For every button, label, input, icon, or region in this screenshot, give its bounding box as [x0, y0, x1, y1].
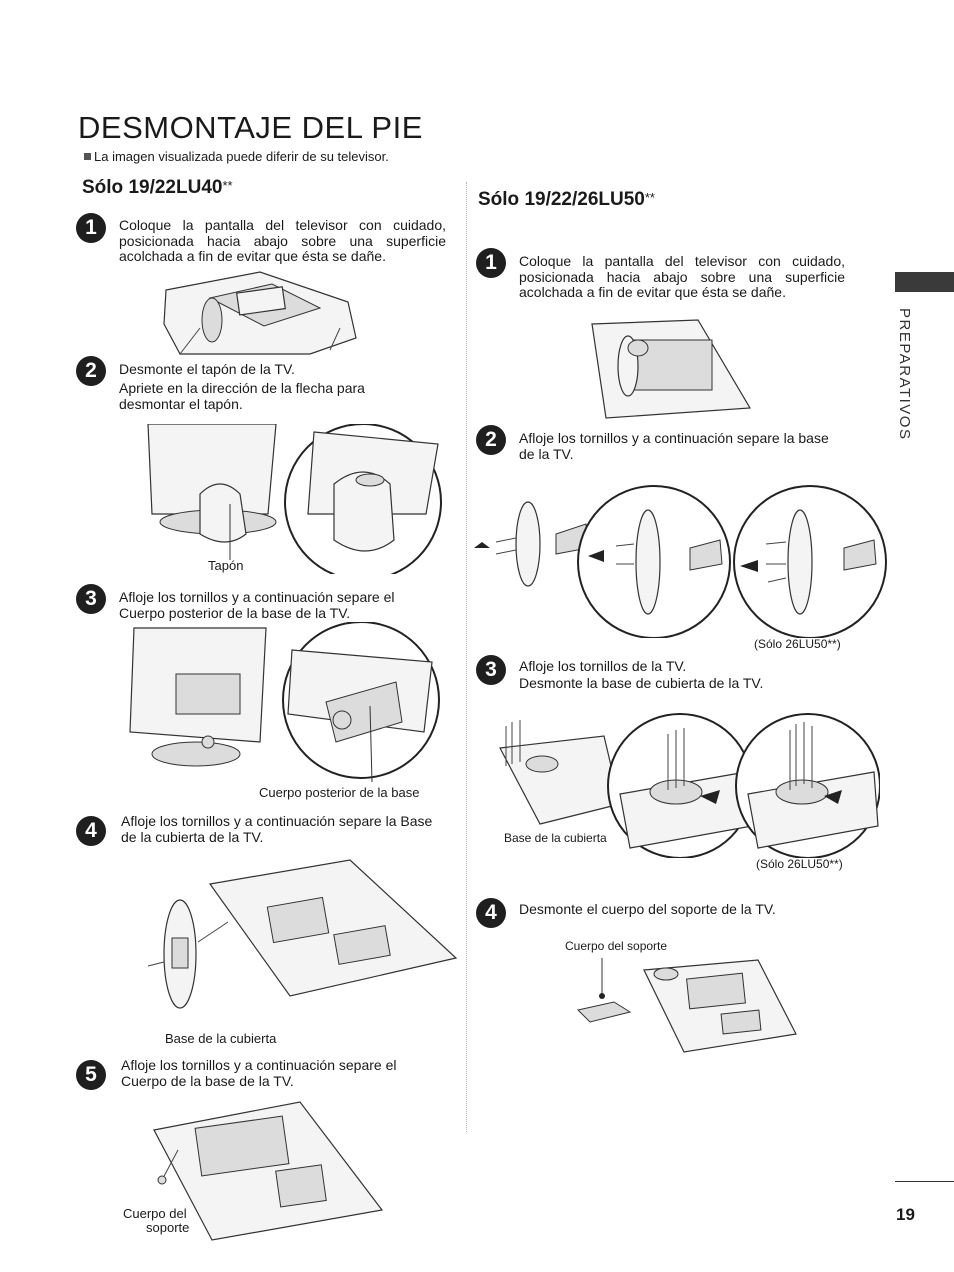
stand-body-removal-illustration: [153, 1101, 384, 1241]
cover-base-removal-illustration: [147, 859, 458, 1009]
step-text: Coloque la pantalla del televisor con cu…: [519, 253, 845, 300]
step-number: 3: [76, 584, 106, 614]
step-number: 3: [476, 655, 506, 685]
step-number: 1: [476, 248, 506, 278]
left-heading: Sólo 19/22LU40**: [82, 177, 233, 198]
section-tab: [895, 272, 954, 292]
step-text: Afloje los tornillos y a continuación se…: [119, 589, 395, 621]
step-number: 2: [476, 425, 506, 455]
step-text: Desmonte el tapón de la TV.: [119, 361, 295, 377]
page-number: 19: [896, 1205, 915, 1224]
step-number: 5: [76, 1060, 106, 1090]
caption-cuerpo-soporte-2: soporte: [146, 1220, 190, 1235]
step-number: 2: [76, 356, 106, 386]
bullet-square-icon: [84, 153, 91, 160]
caption-cuerpo-soporte-1: Cuerpo del: [123, 1206, 187, 1221]
column-divider: [466, 182, 467, 1132]
tv-facedown-illustration: [163, 271, 357, 355]
step-text: Afloje los tornillos de la TV.: [519, 658, 687, 674]
step-number: 4: [76, 816, 106, 846]
caption-base-cubierta: Base de la cubierta: [165, 1031, 277, 1046]
footer-rule: [895, 1181, 954, 1182]
step-text: Desmonte el cuerpo del soporte de la TV.: [519, 901, 776, 917]
step-text: Afloje los tornillos y a continuación se…: [519, 430, 829, 462]
page-title: DESMONTAJE DEL PIE: [78, 110, 423, 145]
step-text-secondary: Desmonte la base de cubierta de la TV.: [519, 675, 764, 691]
right-heading: Sólo 19/22/26LU50**: [478, 189, 655, 210]
step-text-secondary: Apriete en la dirección de la flecha par…: [119, 380, 365, 412]
step-number: 1: [76, 213, 106, 243]
cover-base-screws-illustration: [499, 713, 880, 858]
step-text: Afloje los tornillos y a continuación se…: [121, 1057, 397, 1089]
base-separation-illustration: [474, 485, 887, 638]
caption-cuerpo-posterior: Cuerpo posterior de la base: [259, 785, 420, 800]
image-disclaimer: La imagen visualizada puede diferir de s…: [84, 149, 389, 164]
rear-stand-body-illustration: [129, 622, 440, 782]
step-text: Afloje los tornillos y a continuación se…: [121, 813, 433, 845]
caption-base-cubierta-r: Base de la cubierta: [504, 831, 607, 845]
stand-body-detach-illustration: [577, 958, 797, 1053]
step-number: 4: [476, 898, 506, 928]
caption-solo-26-b: (Sólo 26LU50**): [756, 857, 843, 871]
caption-cuerpo-soporte-r: Cuerpo del soporte: [565, 939, 668, 953]
caption-solo-26-a: (Sólo 26LU50**): [754, 637, 841, 651]
cap-removal-illustration: [147, 424, 442, 574]
section-label: PREPARATIVOS: [896, 308, 913, 441]
tv-facedown-illustration-2: [591, 319, 752, 419]
caption-tapon: Tapón: [208, 558, 244, 573]
step-text: Coloque la pantalla del televisor con cu…: [119, 217, 446, 264]
